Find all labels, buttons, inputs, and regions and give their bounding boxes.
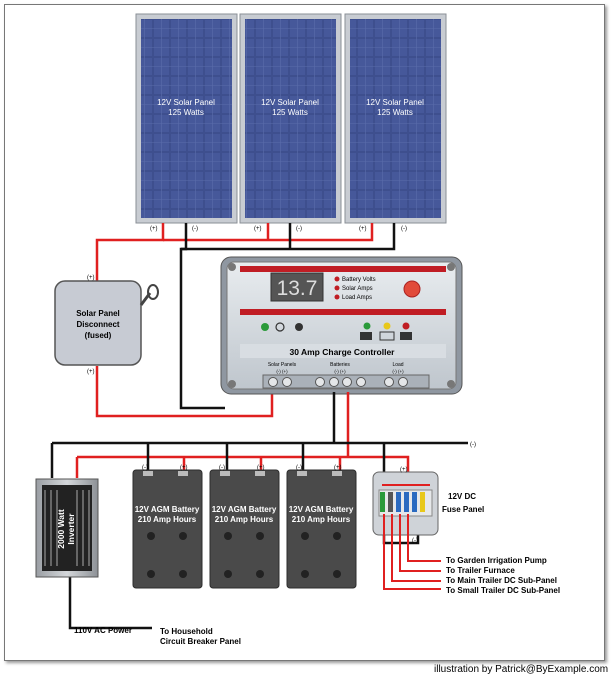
illustration-credit: illustration by Patrick@ByExample.com bbox=[434, 664, 609, 675]
terminal-group-batteries: Batteries bbox=[330, 362, 350, 368]
battery bbox=[209, 469, 280, 589]
terminal-group-solar: Solar Panels bbox=[268, 362, 297, 368]
load-small-sub-panel: To Small Trailer DC Sub-Panel bbox=[446, 586, 560, 595]
fuse-panel-pos: (+) bbox=[400, 467, 408, 473]
panel-1-pos-label: (+) bbox=[150, 226, 158, 232]
panel-wiring bbox=[95, 223, 396, 418]
panel-2-pos-label: (+) bbox=[254, 226, 262, 232]
battery-1-pos: (+) bbox=[180, 465, 188, 471]
battery-label-3: 12V AGM Battery bbox=[289, 505, 354, 514]
disconnect-label-3: (fused) bbox=[85, 331, 112, 340]
fuse-panel bbox=[372, 471, 439, 536]
battery-capacity-3: 210 Amp Hours bbox=[292, 515, 351, 524]
battery-label-1: 12V AGM Battery bbox=[135, 505, 200, 514]
panel-label-1: 12V Solar Panel bbox=[157, 98, 215, 107]
battery-1-neg: (-) bbox=[142, 465, 148, 471]
solar-panel bbox=[135, 13, 238, 224]
controller-display: 13.7 bbox=[277, 277, 318, 300]
panel-1-neg-label: (-) bbox=[192, 226, 198, 232]
load-irrigation-pump: To Garden Irrigation Pump bbox=[446, 556, 547, 565]
terminal-group-load: Load bbox=[392, 362, 403, 368]
panel-watts-1: 125 Watts bbox=[168, 108, 204, 117]
battery bbox=[286, 469, 357, 589]
terminal-screw bbox=[268, 377, 278, 387]
terminal-screw bbox=[398, 377, 408, 387]
battery-2-neg: (-) bbox=[219, 465, 225, 471]
legend-load-amps: Load Amps bbox=[342, 295, 372, 301]
load-wiring bbox=[383, 514, 441, 590]
disconnect-label-1: Solar Panel bbox=[76, 309, 120, 318]
ac-power-label: 110V AC Power bbox=[74, 626, 132, 635]
disconnect-pos-bottom: (+) bbox=[87, 369, 95, 375]
solar-panel bbox=[344, 13, 447, 224]
battery-3-neg: (-) bbox=[296, 465, 302, 471]
terminal-sign-solar: (-) (+) bbox=[276, 369, 288, 374]
inverter-label-1: 2000 Watt bbox=[56, 509, 66, 549]
inverter bbox=[35, 478, 99, 578]
legend-solar-amps: Solar Amps bbox=[342, 286, 373, 292]
terminal-screw bbox=[356, 377, 366, 387]
legend-battery-volts: Battery Volts bbox=[342, 277, 376, 283]
controller-title: 30 Amp Charge Controller bbox=[289, 347, 395, 357]
load-main-sub-panel: To Main Trailer DC Sub-Panel bbox=[446, 576, 557, 585]
neg-bus-label: (-) bbox=[470, 442, 476, 448]
fuse-panel-neg: (-) bbox=[412, 538, 418, 544]
terminal-screw bbox=[342, 377, 352, 387]
terminal-screw bbox=[384, 377, 394, 387]
fuse-panel-label-2: Fuse Panel bbox=[442, 505, 484, 514]
battery-label-2: 12V AGM Battery bbox=[212, 505, 277, 514]
panel-label-2: 12V Solar Panel bbox=[261, 98, 319, 107]
terminal-sign-load: (-) (+) bbox=[392, 369, 404, 374]
panel-3-pos-label: (+) bbox=[359, 226, 367, 232]
terminal-screw bbox=[282, 377, 292, 387]
inverter-label-2: Inverter bbox=[66, 513, 76, 545]
terminal-screw bbox=[329, 377, 339, 387]
battery-capacity-2: 210 Amp Hours bbox=[215, 515, 274, 524]
ac-destination-1: To Household bbox=[160, 627, 213, 636]
terminal-sign-batteries: (-) (+) bbox=[334, 369, 346, 374]
load-trailer-furnace: To Trailer Furnace bbox=[446, 566, 515, 575]
solar-panel bbox=[239, 13, 342, 224]
disconnect-pos-top: (+) bbox=[87, 275, 95, 281]
disconnect-label-2: Disconnect bbox=[76, 320, 119, 329]
ac-destination-2: Circuit Breaker Panel bbox=[160, 637, 241, 646]
battery bbox=[132, 469, 203, 589]
fuse-panel-label-1: 12V DC bbox=[448, 492, 476, 501]
battery-3-pos: (+) bbox=[334, 465, 342, 471]
panel-2-neg-label: (-) bbox=[296, 226, 302, 232]
panel-label-3: 12V Solar Panel bbox=[366, 98, 424, 107]
panel-3-neg-label: (-) bbox=[401, 226, 407, 232]
controller-terminals bbox=[268, 377, 408, 387]
panel-watts-2: 125 Watts bbox=[272, 108, 308, 117]
panel-watts-3: 125 Watts bbox=[377, 108, 413, 117]
battery-2-pos: (+) bbox=[257, 465, 265, 471]
battery-capacity-1: 210 Amp Hours bbox=[138, 515, 197, 524]
solar-disconnect bbox=[54, 280, 159, 366]
terminal-screw bbox=[315, 377, 325, 387]
